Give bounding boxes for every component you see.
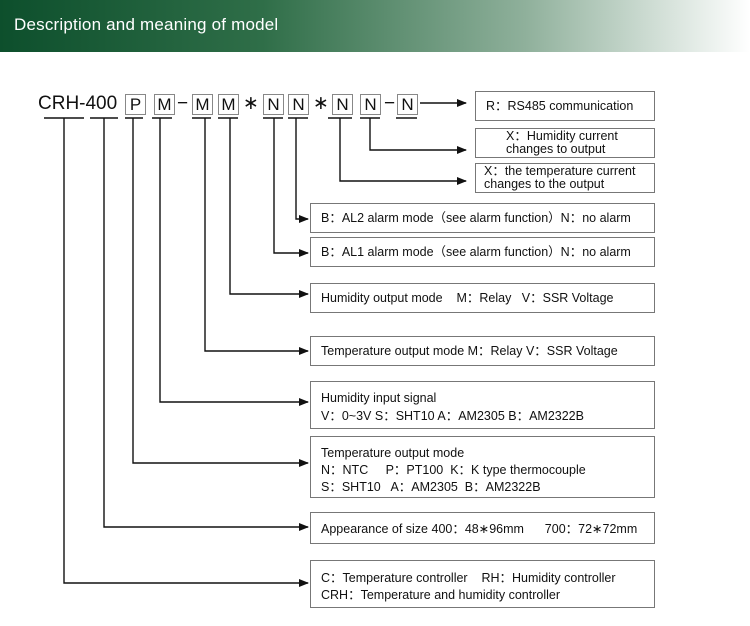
desc-al1-line-1: B：AL1 alarm mode（see alarm function）N：no… [321, 245, 631, 259]
desc-humidity-output-line-1: Humidity output mode M：Relay V：SSR Volta… [321, 291, 614, 305]
desc-size-line-1: Appearance of size 400：48∗96mm 700：72∗72… [321, 522, 638, 536]
desc-box-temperature-input: Temperature output mode N：NTC P：PT100 K：… [310, 436, 655, 498]
desc-al2-line-1: B：AL2 alarm mode（see alarm function）N：no… [321, 211, 631, 225]
desc-box-humidity-input: Humidity input signal V：0~3V S：SHT10 A：A… [310, 381, 655, 429]
code-box-1: P [125, 94, 146, 115]
model-dash-1: − [177, 93, 189, 114]
header-banner: Description and meaning of model [0, 0, 750, 52]
desc-type-line-2: CRH：Temperature and humidity controller [321, 588, 560, 602]
code-box-5: N [263, 94, 284, 115]
desc-r-line-1: R：RS485 communication [486, 99, 634, 113]
desc-box-al2: B：AL2 alarm mode（see alarm function）N：no… [310, 203, 655, 233]
code-box-6: N [288, 94, 309, 115]
code-box-2: M [154, 94, 175, 115]
model-star-2: ∗ [313, 93, 329, 114]
desc-box-al1: B：AL1 alarm mode（see alarm function）N：no… [310, 237, 655, 267]
code-box-4: M [218, 94, 239, 115]
code-box-7: N [332, 94, 353, 115]
desc-box-size: Appearance of size 400：48∗96mm 700：72∗72… [310, 512, 655, 544]
desc-box-r: R：RS485 communication [475, 91, 655, 121]
desc-box-type: C：Temperature controller RH：Humidity con… [310, 560, 655, 608]
desc-box-x-humidity: X：Humidity current changes to output [475, 128, 655, 158]
desc-humidity-input-line-2: V：0~3V S：SHT10 A：AM2305 B：AM2322B [321, 409, 584, 423]
desc-temperature-output-line-1: Temperature output mode M：Relay V：SSR Vo… [321, 344, 618, 358]
code-box-8: N [360, 94, 381, 115]
desc-x-temperature-line-1: X：the temperature current [484, 164, 636, 178]
model-star-1: ∗ [243, 93, 259, 114]
code-box-3: M [192, 94, 213, 115]
model-prefix: CRH-400 [38, 93, 118, 114]
desc-box-temperature-output: Temperature output mode M：Relay V：SSR Vo… [310, 336, 655, 366]
desc-humidity-input-line-1: Humidity input signal [321, 391, 437, 405]
desc-box-humidity-output: Humidity output mode M：Relay V：SSR Volta… [310, 283, 655, 313]
page-title: Description and meaning of model [14, 15, 279, 34]
desc-type-line-1: C：Temperature controller RH：Humidity con… [321, 571, 616, 585]
code-box-9: N [397, 94, 418, 115]
desc-temperature-input-line-2: N：NTC P：PT100 K：K type thermocouple [321, 463, 586, 477]
desc-box-x-temperature: X：the temperature current changes to the… [475, 163, 655, 193]
desc-x-humidity-line-1: X：Humidity current [506, 129, 618, 143]
desc-x-humidity-line-2: changes to output [506, 142, 606, 156]
model-dash-2: − [384, 93, 396, 114]
desc-temperature-input-line-3: S：SHT10 A：AM2305 B：AM2322B [321, 480, 541, 494]
desc-temperature-input-line-1: Temperature output mode [321, 446, 465, 460]
desc-x-temperature-line-2: changes to the output [484, 177, 605, 191]
